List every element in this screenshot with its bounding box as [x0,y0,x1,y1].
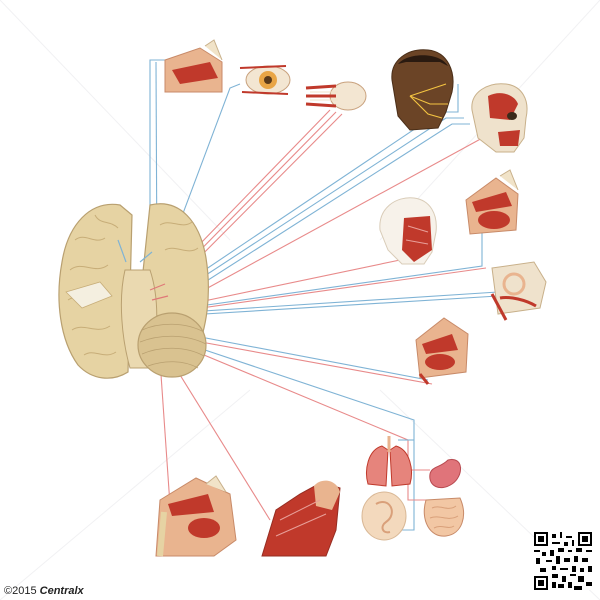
lungs-icon [366,436,412,487]
nerve-line-vestibulocochlear [187,291,499,313]
copyright-notice: ©2015 Centralx [4,585,84,597]
nerve-line-vagus-motor [191,349,430,471]
nerve-line-trigeminal-motor [181,135,487,303]
face-muscles-head-icon [379,197,437,265]
nerve-line-trigeminal-b [176,117,464,295]
copyright-year: ©2015 [4,585,37,597]
nerve-line-facial-gland [186,267,487,311]
oral-cavity-upper-icon [465,169,519,235]
brain-inferior-view-icon [58,203,209,379]
nerve-line-trigeminal-a [174,84,459,291]
nerve-line-trigeminal-c [179,123,470,299]
eyeball-icon [239,65,291,95]
face-nerve-head-icon [391,49,454,131]
nerve-line-vagus-sensory [189,344,415,531]
throat-section-icon [415,317,469,385]
nerve-line-glossopharyngeal-b [189,339,433,385]
ear-section-icon [490,261,547,321]
intestines-icon [423,497,464,537]
brand-name: Centralx [39,585,84,597]
qr-code-icon [534,532,592,590]
outer-ear-icon [361,491,407,541]
neck-muscles-icon [261,480,341,557]
nasal-cavity-icon [164,39,223,93]
stomach-icon [429,459,461,489]
nerve-line-facial-motor [184,259,401,306]
nerve-line-hypoglossal [159,359,171,506]
head-neck-section-icon [155,475,237,557]
nerve-line-vestibulocochlear-b [187,295,499,316]
eye-muscles-icon [305,81,367,111]
nerve-line-accessory [171,361,271,521]
nerve-line-facial-taste [185,232,483,309]
skull-muscle-head-icon [471,83,528,153]
nerve-line-glossopharyngeal-a [189,334,429,381]
